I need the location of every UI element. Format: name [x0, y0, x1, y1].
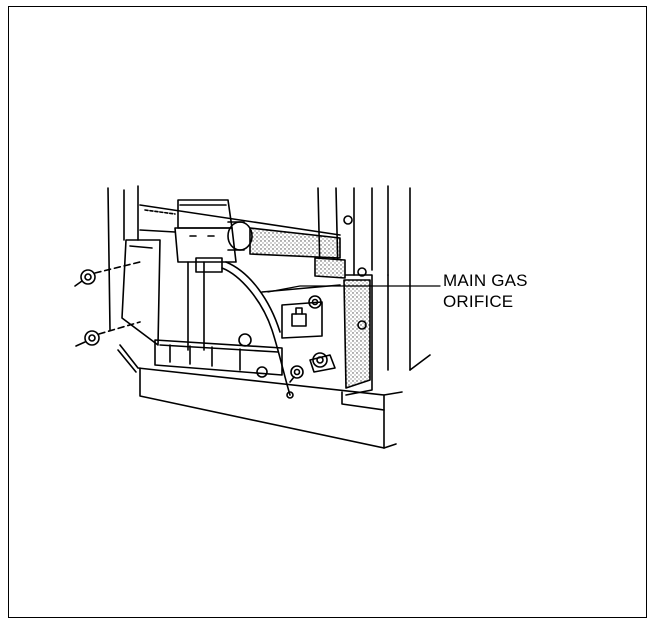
main-gas-orifice-label: MAIN GAS ORIFICE	[443, 270, 528, 312]
screws-left	[74, 261, 322, 383]
base-plate	[117, 344, 403, 449]
insulation-channel	[139, 204, 341, 259]
burner-manifold	[154, 333, 283, 378]
left-side-panel	[107, 185, 161, 346]
callout-line-2: ORIFICE	[443, 292, 514, 311]
right-cabinet-wall	[314, 185, 431, 396]
callout-line-1: MAIN GAS	[443, 271, 528, 290]
pilot-tube	[221, 261, 294, 399]
orifice-bracket	[261, 284, 341, 373]
gas-valve	[174, 199, 253, 351]
callout-leader	[267, 285, 441, 293]
